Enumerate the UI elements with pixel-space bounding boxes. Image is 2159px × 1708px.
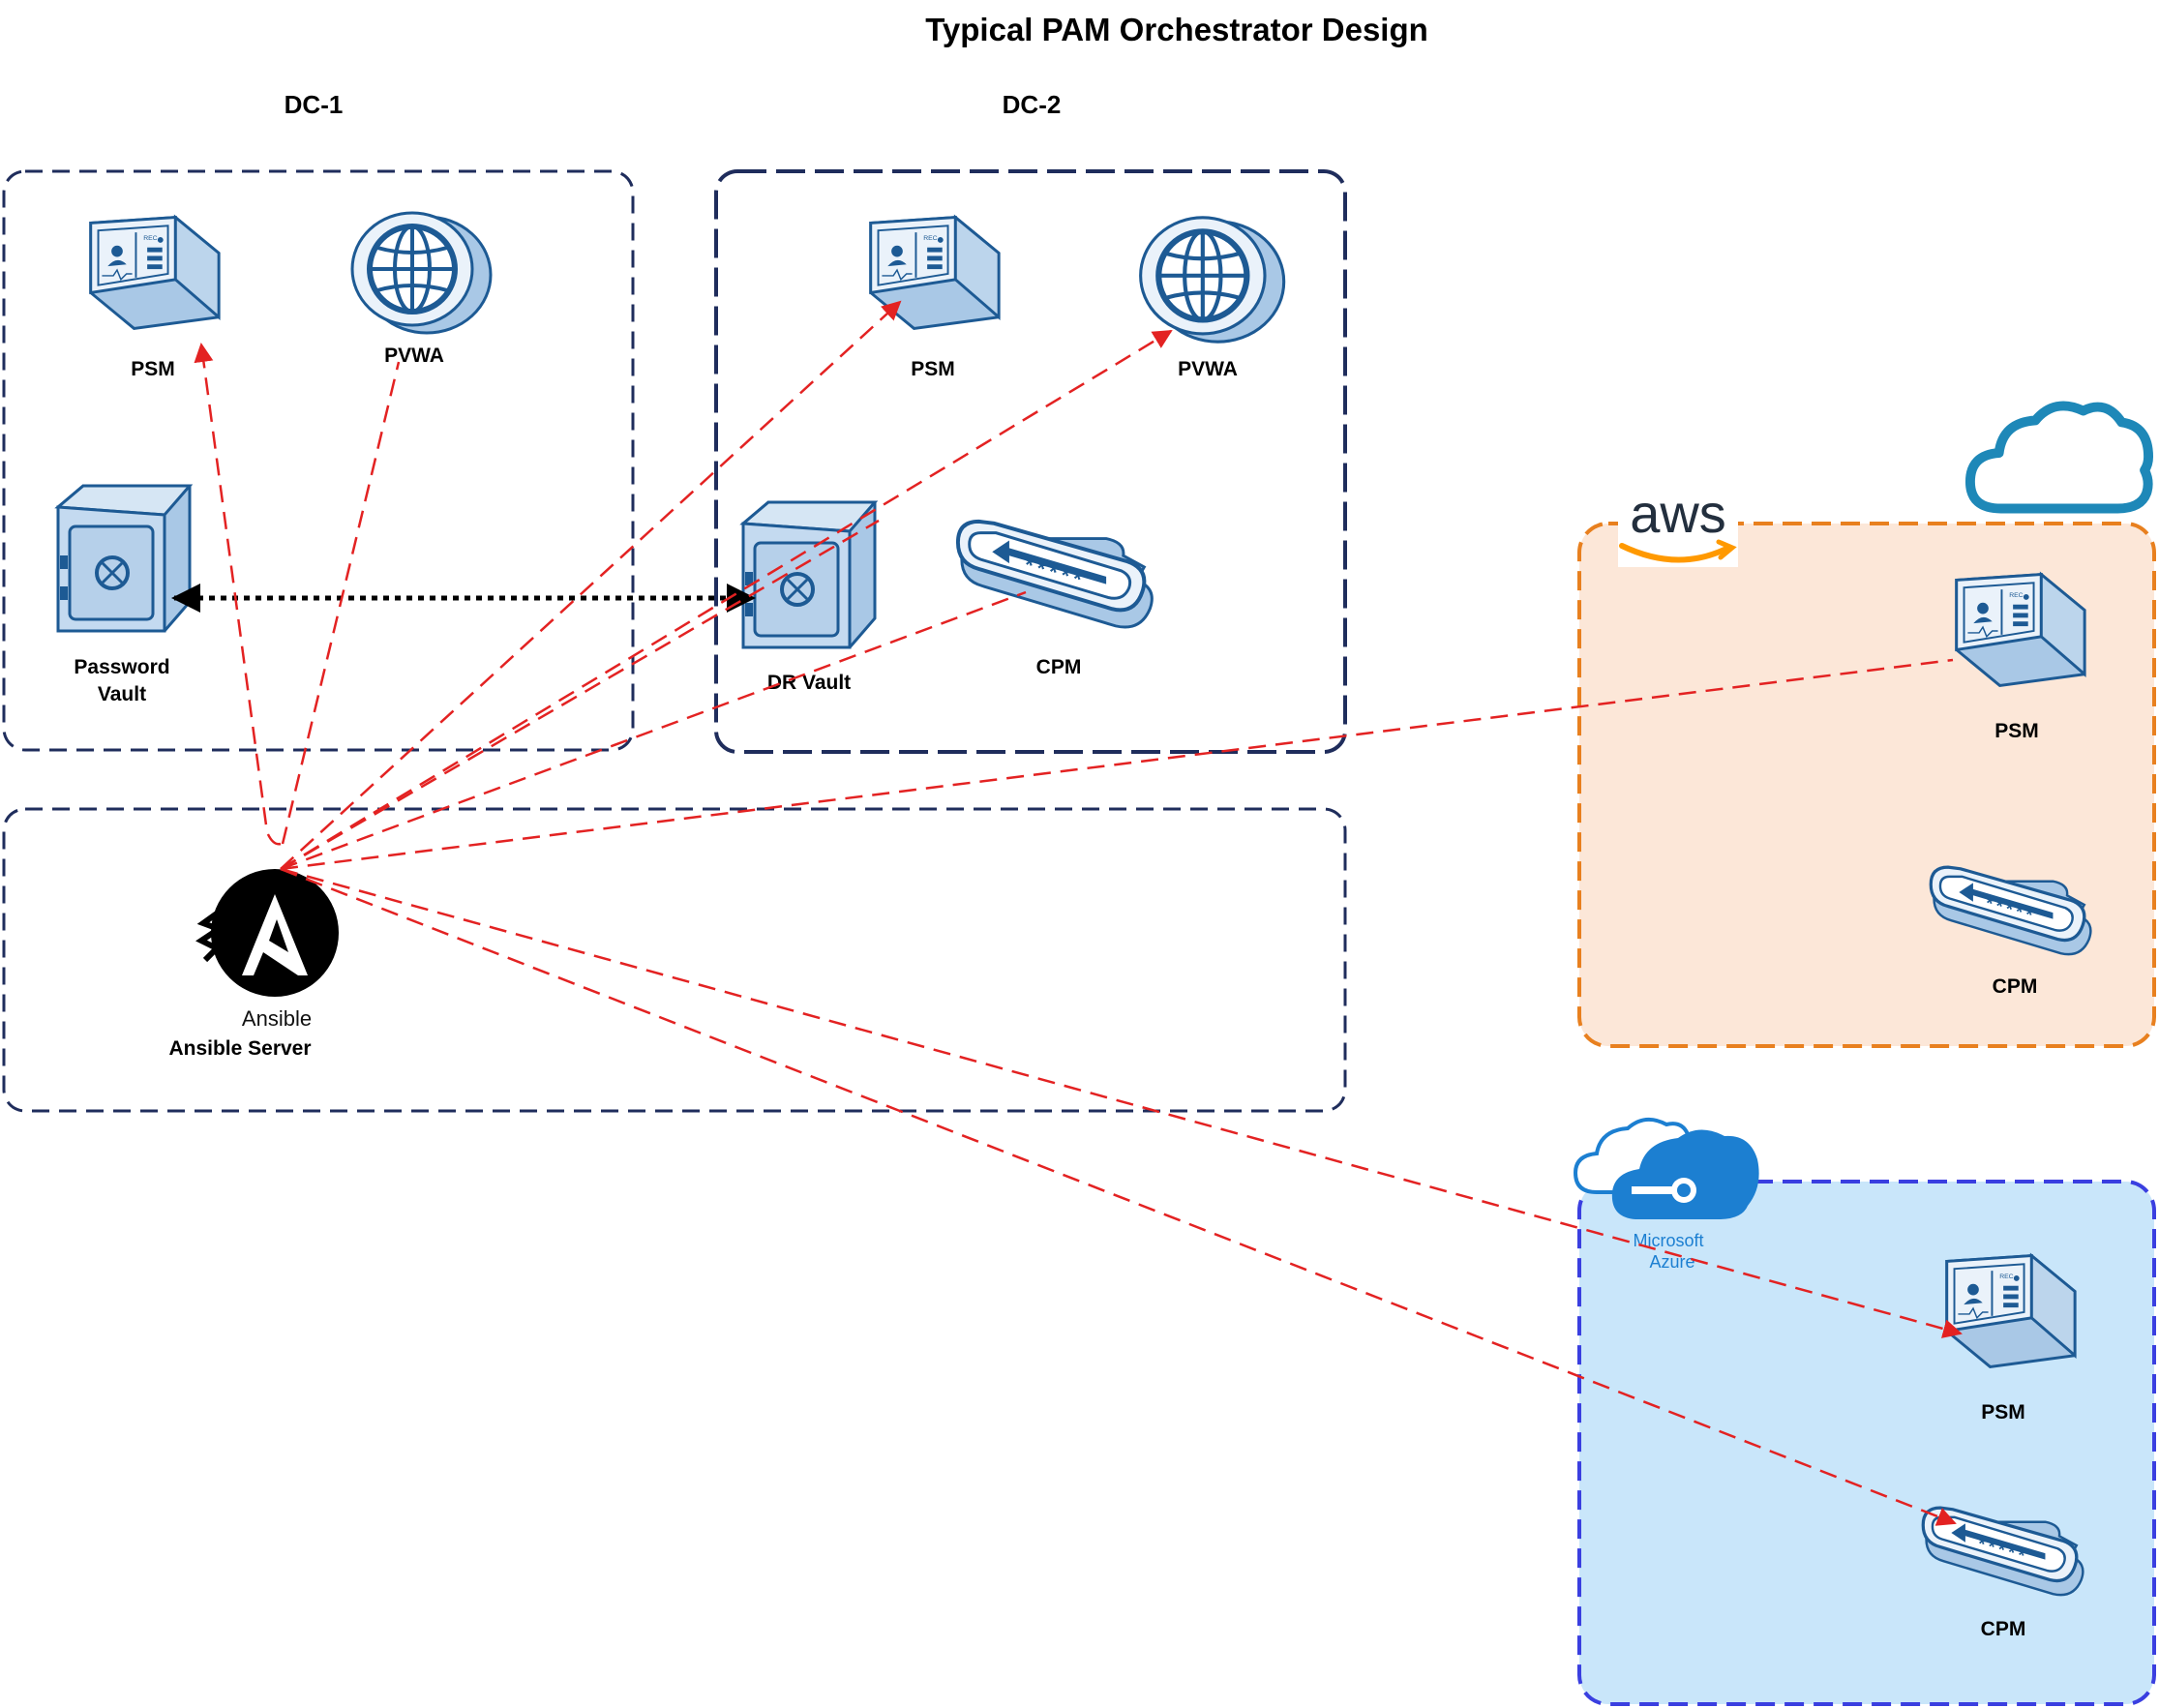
aws-cpm-label: CPM [1993,975,2038,998]
aws-logo-text: aws [1630,483,1726,544]
link-ansible-dc2-psm [280,300,902,870]
globe-icon [1141,218,1284,342]
aws-logo: aws [1618,483,1738,567]
link-ansible-dc2-pvwa [280,329,1173,871]
globe-icon [352,213,491,333]
password-card-icon [958,522,1152,627]
dc2-cpm-label: CPM [1036,656,1082,678]
link-ansible-aws-psm [280,658,1954,871]
ansible-logo [195,869,339,997]
dc1-psm-label: PSM [131,358,175,380]
link-ansible-dc1-psm [194,343,282,846]
dc2-psm-label: PSM [911,358,955,380]
diagram-title: Typical PAM Orchestrator Design [925,12,1428,47]
link-ansible-dc2-dr-vault [280,519,880,871]
aws-psm-label: PSM [1994,720,2039,742]
dc2-region [714,169,1347,754]
ansible-region [2,807,1347,1113]
link-ansible-azure-cpm [280,867,1957,1526]
dc1-vault-label-line1: Password [74,656,169,678]
safe-icon [58,486,190,631]
link-ansible-dc2-cpm [280,590,1027,871]
link-ansible-azure-psm [280,867,1963,1338]
cloud-icon [1970,405,2148,508]
azure-logo: Microsoft Azure [1573,1117,1759,1272]
azure-cpm-label: CPM [1981,1618,2026,1640]
ansible-logo-text: Ansible [242,1006,312,1031]
dc1-vault-label-line2: Vault [98,683,146,705]
dc1-pvwa-label: PVWA [384,345,444,367]
region-label-dc1: DC-1 [285,90,344,119]
azure-psm-label: PSM [1981,1401,2025,1423]
dc2-dr-vault-label: DR Vault [767,672,851,694]
dc2-pvwa-label: PVWA [1178,358,1238,380]
azure-logo-text-line2: Azure [1649,1252,1694,1272]
azure-logo-text-line1: Microsoft [1633,1231,1703,1250]
psm-server-icon [88,215,221,331]
ansible-server-label: Ansible Server [168,1037,311,1060]
link-ansible-dc1-pvwa [281,361,401,845]
safe-icon [743,502,875,647]
region-label-dc2: DC-2 [1003,90,1062,119]
